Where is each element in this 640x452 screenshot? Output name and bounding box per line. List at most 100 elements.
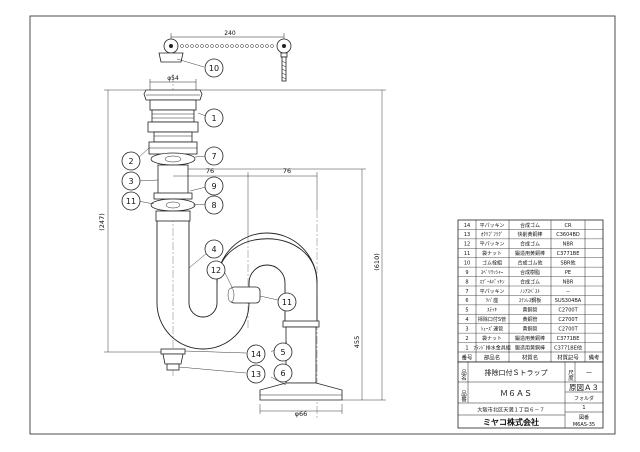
title-block: 品名 排除口付Ｓトラップ 尺度 － 品番 Ｍ６ＡＳ 原図Ａ３ フォルダ 1 大阪… [457, 361, 604, 429]
parts-row-1-material: 鍛造用黄銅棒 [515, 344, 545, 351]
parts-row-6-name: ﾂﾊﾞ座 [486, 297, 499, 304]
parts-row-9-material: 合成樹脂 [520, 269, 540, 276]
callout-6: 6 [273, 363, 293, 383]
svg-text:13: 13 [251, 370, 261, 379]
parts-row-7-material: ﾉﾝｱｽﾍﾞｽﾄ [520, 288, 541, 295]
parts-row-11-code: C3771BE [557, 251, 580, 257]
svg-text:9: 9 [211, 182, 216, 191]
parts-row-6-material: ｽﾃﾝﾚｽ鋼板 [519, 297, 542, 304]
parts-row-10-no: 10 [464, 261, 470, 267]
title-scale-label: 尺度 [567, 369, 574, 382]
title-paper-size: 原図Ａ３ [569, 383, 599, 392]
parts-row-1-code: C3771BE他 [554, 344, 582, 351]
callout-1: 1 [204, 108, 224, 128]
callout-11b: 11 [277, 292, 297, 312]
parts-table-header: 番号 部品名 材質名 材質記号 備考 [458, 351, 603, 362]
parts-row-11-name: 袋ナット [482, 250, 502, 257]
svg-text:2: 2 [128, 157, 133, 166]
title-drawing-label: 図番 [579, 414, 589, 421]
svg-text:7: 7 [211, 152, 216, 161]
title-address: 大阪市北区天満１丁目６－７ [477, 406, 544, 414]
parts-row-3-name: ｼｭｰｽﾞ連管 [481, 326, 504, 333]
dim-base-diameter: φ66 [295, 410, 308, 418]
parts-row-3-no: 3 [465, 327, 468, 333]
dim-cap-diameter: φ54 [167, 75, 179, 82]
parts-row-4-no: 4 [465, 317, 468, 323]
dim-offset-left: 76 [206, 167, 214, 175]
parts-row-8-no: 8 [465, 279, 468, 285]
header-note: 備考 [589, 354, 600, 362]
parts-row-1-name: ﾌﾗﾝｼﾞ排水金具組 [473, 344, 511, 351]
svg-text:14: 14 [251, 350, 261, 359]
parts-row-3-code: C2700T [558, 327, 578, 333]
trap-slip-nut [227, 286, 261, 304]
parts-row-9-name: ｽﾍﾞﾘﾜｯｼｬｰ [481, 269, 504, 276]
parts-row-7-no: 7 [465, 289, 468, 295]
title-name-label: 品名 [460, 369, 467, 382]
callouts: 10 1 2 7 3 9 11 8 4 12 11 14 5 13 6 [121, 58, 297, 384]
parts-row-5-name: ｽﾃｯｷ [487, 308, 498, 314]
dim-left-height: (247) [98, 213, 106, 230]
parts-row-1-no: 1 [465, 345, 468, 351]
parts-row-8-name: ｽﾌﾞｰﾙﾊﾟｯｷﾝ [479, 278, 505, 285]
parts-row-11-material: 鍛造用黄銅棒 [515, 250, 545, 257]
parts-row-11-no: 11 [464, 251, 470, 257]
parts-row-5-no: 5 [465, 308, 468, 314]
parts-row-12-name: 平パッキン [480, 242, 505, 248]
title-model-label: 品番 [460, 390, 467, 403]
header-code: 材質記号 [557, 354, 579, 362]
parts-row-2-no: 2 [465, 336, 468, 342]
parts-row-10-code: SBR他 [560, 260, 575, 267]
callout-12: 12 [206, 260, 226, 280]
parts-row-6-code: SUS304BA [555, 298, 582, 304]
parts-row-8-code: NBR [563, 279, 574, 285]
callout-2: 2 [121, 151, 141, 171]
dim-offset-right: 76 [283, 167, 291, 175]
svg-text:11: 11 [282, 298, 292, 307]
parts-row-5-code: C2700T [558, 308, 578, 314]
parts-row-4-material: 黄銅管 [522, 316, 537, 323]
svg-text:4: 4 [211, 245, 216, 254]
title-model-number: Ｍ６ＡＳ [500, 389, 532, 398]
header-no: 番号 [462, 355, 473, 362]
parts-row-12-code: NBR [563, 242, 574, 248]
parts-row-13-no: 13 [464, 232, 470, 238]
header-material: 材質名 [522, 354, 538, 362]
parts-row-13-code: C3604BD [556, 232, 580, 238]
parts-row-3-material: 黄銅管 [522, 326, 537, 333]
svg-text:5: 5 [280, 348, 285, 357]
svg-text:8: 8 [211, 201, 216, 210]
parts-row-13-material: 快削黄銅棒 [517, 231, 542, 238]
dim-right-height: (610) [373, 253, 381, 270]
parts-row-14-material: 合成ゴム [520, 222, 540, 229]
svg-text:10: 10 [209, 64, 219, 73]
callout-leaders [137, 58, 288, 386]
drain-flange-assembly: φ54 [143, 75, 203, 222]
callout-5: 5 [273, 342, 293, 362]
parts-row-12-no: 12 [464, 242, 470, 248]
chain-plug-assembly: 240 [158, 30, 292, 82]
cleanout-plug [160, 348, 186, 371]
svg-text:11: 11 [126, 197, 136, 206]
parts-row-9-no: 9 [465, 270, 468, 276]
dim-top-width: 240 [224, 30, 236, 37]
parts-row-2-code: C3771BE [557, 336, 580, 342]
callout-11a: 11 [121, 191, 141, 211]
title-company: ミヤコ株式会社 [483, 417, 539, 427]
callout-13: 13 [246, 364, 266, 384]
callout-4: 4 [204, 239, 224, 259]
drawing-frame [29, 15, 616, 435]
callout-14: 14 [246, 344, 266, 364]
parts-row-2-name: 袋ナット [482, 335, 502, 342]
dim-foot-height: 455 [353, 336, 361, 348]
title-drawing-no: M6AS-35 [573, 422, 595, 428]
parts-row-6-no: 6 [465, 298, 468, 304]
title-folder-label: フォルダ [574, 395, 594, 402]
bead-chain [180, 44, 274, 48]
parts-row-14-code: CR [565, 223, 572, 229]
title-product-name: 排除口付Ｓトラップ [485, 368, 548, 377]
callout-3: 3 [121, 171, 141, 191]
parts-row-5-material: 黄銅管 [522, 307, 537, 314]
